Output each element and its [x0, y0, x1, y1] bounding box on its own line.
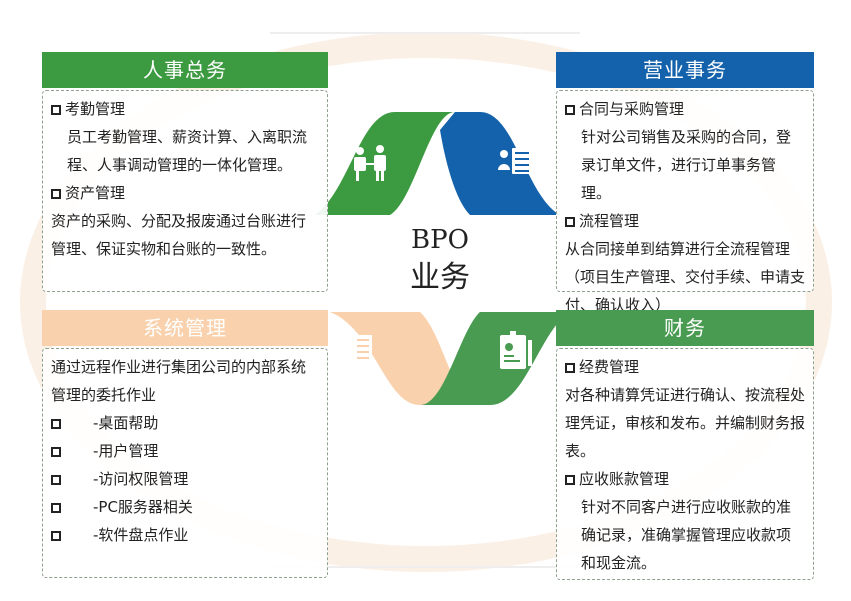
finance-section-2-heading: 应收账款管理 [565, 465, 805, 493]
center-label-line1: BPO [411, 225, 469, 255]
finance-section-1-body: 对各种请算凭证进行确认、按流程处理凭证，审核和发布。并编制财务报表。 [565, 386, 806, 460]
hr-title: 人事总务 [143, 58, 227, 82]
hr-section-1-body: 员工考勤管理、薪资计算、入离职流程、人事调动管理的一体化管理。 [67, 128, 308, 174]
finance-panel: 经费管理 对各种请算凭证进行确认、按流程处理凭证，审核和发布。并编制财务报表。 … [556, 348, 814, 580]
checkbox-icon [565, 105, 575, 115]
checkbox-icon [565, 363, 575, 373]
sales-title: 营业事务 [643, 58, 727, 82]
system-header: 系统管理 [42, 310, 328, 346]
wave-top-blue [440, 112, 560, 215]
sales-panel: 合同与采购管理 针对公司销售及采购的合同，登录订单文件，进行订单事务管理。 流程… [556, 90, 814, 314]
meeting-icon [354, 145, 386, 181]
system-item-2: -用户管理 [51, 437, 319, 465]
system-intro: 通过远程作业进行集团公司的内部系统管理的委托作业 [51, 358, 307, 404]
sales-header: 营业事务 [556, 52, 814, 88]
checkbox-icon [51, 447, 61, 457]
system-title: 系统管理 [143, 316, 227, 340]
checkbox-icon [51, 503, 61, 513]
id-card-icon [500, 331, 532, 369]
checkbox-icon [51, 475, 61, 485]
finance-section-2-body: 针对不同客户进行应收账款的准确记录，准确掌握管理应收款项和现金流。 [581, 498, 792, 572]
system-item-5: -软件盘点作业 [51, 521, 319, 549]
server-icon [354, 335, 372, 363]
center-label-line2: 业务 [410, 260, 470, 295]
sales-section-1-heading: 合同与采购管理 [565, 95, 805, 123]
checkbox-icon [51, 189, 61, 199]
finance-section-1-heading: 经费管理 [565, 353, 805, 381]
system-item-1: -桌面帮助 [51, 409, 319, 437]
checkbox-icon [565, 217, 575, 227]
wave-bottom-green [420, 312, 570, 405]
hr-panel: 考勤管理 员工考勤管理、薪资计算、入离职流程、人事调动管理的一体化管理。 资产管… [42, 90, 328, 292]
hr-section-2-body: 资产的采购、分配及报废通过台账进行管理、保证实物和台账的一致性。 [51, 212, 307, 258]
system-panel: 通过远程作业进行集团公司的内部系统管理的委托作业 -桌面帮助 -用户管理 -访问… [42, 348, 328, 578]
sales-section-2-body: 从合同接单到结算进行全流程管理（项目生产管理、交付手续、申请支付、确认收入） [565, 240, 806, 314]
checkbox-icon [51, 105, 61, 115]
finance-header: 财务 [556, 310, 814, 346]
checkbox-icon [565, 475, 575, 485]
finance-title: 财务 [664, 316, 706, 340]
checkbox-icon [51, 531, 61, 541]
hr-section-2-heading: 资产管理 [51, 179, 319, 207]
center-label: BPO 业务 [395, 222, 485, 298]
divider-top [270, 32, 580, 34]
sales-section-2-heading: 流程管理 [565, 207, 805, 235]
system-item-3: -访问权限管理 [51, 465, 319, 493]
hr-header: 人事总务 [42, 52, 328, 88]
sales-section-1-body: 针对公司销售及采购的合同，登录订单文件，进行订单事务管理。 [581, 128, 792, 202]
divider-bottom [270, 566, 580, 568]
system-item-4: -PC服务器相关 [51, 493, 319, 521]
checkbox-icon [51, 419, 61, 429]
document-list-icon [498, 148, 532, 174]
hr-section-1-heading: 考勤管理 [51, 95, 319, 123]
